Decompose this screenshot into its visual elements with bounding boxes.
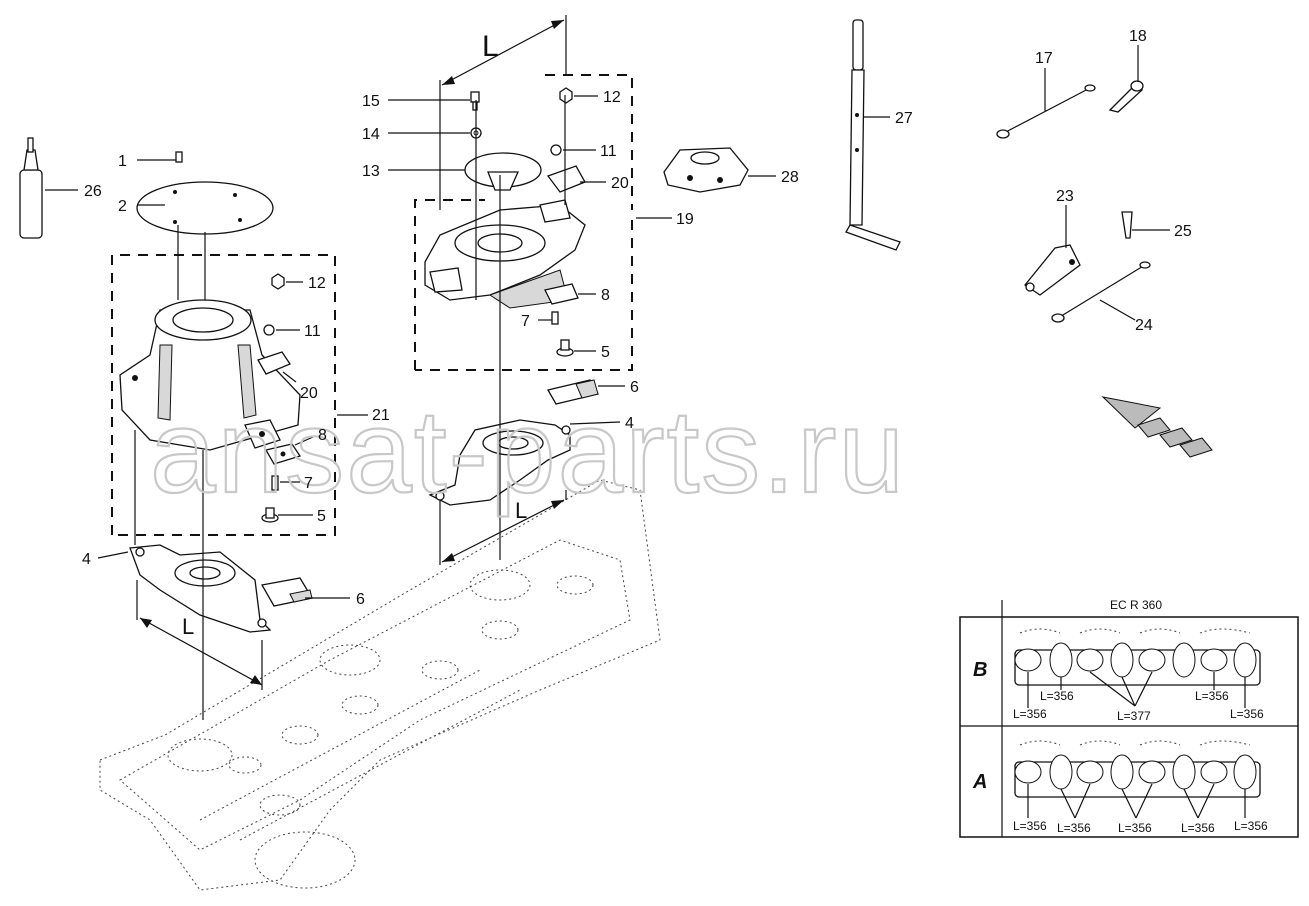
- grease-tube-26: [19, 137, 43, 239]
- row-key-a: A: [972, 771, 987, 793]
- row-a-cutterbar: [1014, 740, 1261, 819]
- callout-8-mid: 8: [601, 287, 610, 304]
- callout-13: 13: [362, 163, 380, 180]
- callout-5-mid: 5: [601, 344, 610, 361]
- callout-11-left: 11: [304, 323, 321, 340]
- row-b-label-1: L=356: [1013, 707, 1047, 721]
- callout-26: 26: [84, 183, 102, 200]
- callout-labels: 1 2 26 12 11 20 21 8 7 5 4 6 15 14 13 12…: [82, 28, 1192, 608]
- cap-28: [663, 147, 749, 193]
- callout-4-left: 4: [82, 551, 91, 568]
- cap-13: [464, 152, 542, 191]
- knife-6-left: [260, 577, 314, 607]
- dimension-left: [136, 580, 263, 690]
- callout-12-mid: 12: [603, 89, 621, 106]
- leader-lines: [45, 45, 1170, 599]
- callout-19: 19: [676, 211, 694, 228]
- row-a-label-3: L=356: [1118, 821, 1152, 835]
- callout-20-mid: 20: [611, 175, 629, 192]
- callout-5-left: 5: [317, 508, 326, 525]
- callout-14: 14: [362, 126, 380, 143]
- plate-8-mid: [544, 283, 579, 305]
- callout-12-left: 12: [308, 275, 326, 292]
- row-b-label-2: L=356: [1040, 689, 1074, 703]
- callout-27: 27: [895, 110, 913, 127]
- dimension-middle: [439, 490, 567, 565]
- drum-housing: [119, 299, 301, 451]
- bolt-5-left: [261, 507, 279, 523]
- clip-20-left: [257, 351, 291, 375]
- callout-20-left: 20: [300, 385, 318, 402]
- nut-12-left: [271, 273, 285, 290]
- bolt-7-mid: [551, 311, 559, 325]
- cover-screw-1: [175, 151, 183, 163]
- callout-28: 28: [781, 169, 799, 186]
- callout-4-mid: 4: [625, 415, 634, 432]
- row-b-label-3: L=377: [1117, 709, 1151, 723]
- nut-11-mid: [550, 144, 562, 156]
- clip-20-mid: [546, 165, 586, 193]
- bolt-5-mid: [556, 339, 574, 357]
- wire-17: [996, 84, 1096, 139]
- table-header: EC R 360: [1110, 598, 1162, 612]
- pin-25: [1121, 211, 1133, 239]
- middle-dashed-frame: [414, 74, 633, 371]
- callout-21: 21: [372, 407, 390, 424]
- row-key-b: B: [973, 659, 987, 681]
- dimension-label-middle: L: [515, 498, 527, 523]
- callout-6-left: 6: [356, 591, 365, 608]
- bolt-15: [470, 91, 480, 111]
- callout-24: 24: [1135, 317, 1153, 334]
- nut-11-left: [263, 324, 275, 336]
- nut-12-mid: [559, 87, 573, 104]
- bracket-23: [1024, 244, 1081, 296]
- knife-length-table: EC R 360 B A L=356: [959, 598, 1299, 838]
- dimension-top: [439, 15, 567, 210]
- cutter-bar-frame: [99, 479, 661, 891]
- cover-plate-2: [136, 181, 274, 235]
- row-a-label-2: L=356: [1057, 821, 1091, 835]
- callout-11-mid: 11: [600, 143, 617, 160]
- callout-2: 2: [118, 198, 127, 215]
- row-a-label-4: L=356: [1181, 821, 1215, 835]
- pin-18: [1108, 80, 1144, 113]
- row-a-label-1: L=356: [1013, 819, 1047, 833]
- callout-8-left: 8: [318, 427, 327, 444]
- dimension-label-top: L: [482, 30, 499, 63]
- callout-25: 25: [1174, 223, 1192, 240]
- wire-24: [1051, 261, 1151, 323]
- bolt-7-left: [271, 475, 279, 491]
- watermark-text: ansat-parts.ru: [150, 386, 906, 518]
- knife-6-mid: [547, 379, 599, 405]
- tool-27: [845, 19, 901, 251]
- row-b-label-4: L=356: [1195, 689, 1229, 703]
- row-b-cutterbar: [1014, 628, 1261, 708]
- callout-1: 1: [118, 153, 127, 170]
- plate-8-left: [265, 443, 302, 465]
- callout-7-mid: 7: [521, 313, 530, 330]
- callout-15: 15: [362, 93, 380, 110]
- callout-23: 23: [1056, 188, 1074, 205]
- row-b-label-5: L=356: [1230, 707, 1264, 721]
- row-a-label-5: L=356: [1234, 819, 1268, 833]
- callout-7-left: 7: [304, 475, 313, 492]
- dimension-label-left: L: [182, 614, 194, 639]
- direction-arrow: [1101, 396, 1213, 458]
- callout-17: 17: [1035, 50, 1053, 67]
- left-dashed-frame: [111, 254, 336, 536]
- callout-18: 18: [1129, 28, 1147, 45]
- callout-6-mid: 6: [630, 379, 639, 396]
- disc-4-left: [129, 544, 272, 633]
